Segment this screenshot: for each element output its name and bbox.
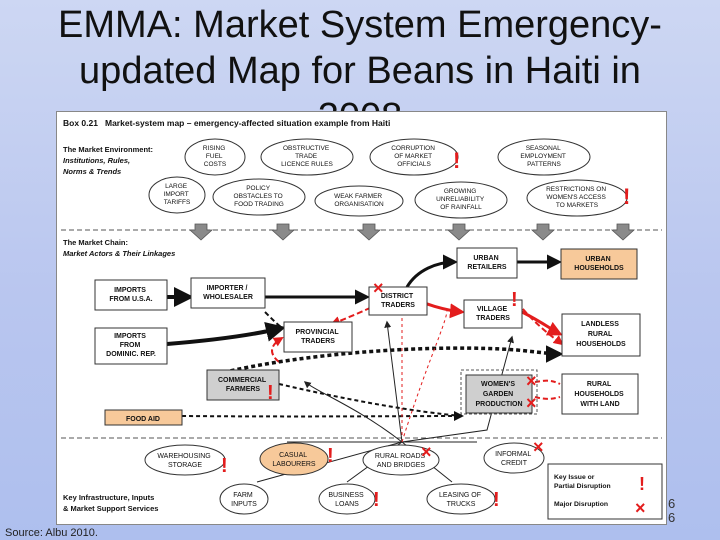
actor-landless-rural-households: LANDLESS RURAL HOUSEHOLDS (561, 313, 641, 357)
svg-text:×: × (421, 442, 432, 462)
svg-text:LEASING OF TRUCKS: LEASING OF TRUCKS (439, 492, 483, 508)
actor-importer-wholesaler: IMPORTER / WHOLESALER (190, 277, 266, 309)
svg-text:!: ! (493, 489, 500, 511)
svg-text:FARM INPUTS: FARM INPUTS (231, 492, 257, 508)
actor-village-traders: VILLAGE TRADERS (463, 299, 523, 329)
actor-district-traders: DISTRICT TRADERS (368, 286, 428, 316)
svg-text:×: × (533, 437, 544, 457)
svg-text:SEASONAL EMPLOYMENT: SEASONAL EMPLOYMENT PATTERNS (520, 145, 567, 168)
svg-text:!: ! (221, 455, 228, 477)
svg-text:×: × (373, 278, 384, 298)
svg-text:POLICY OBSTACLES TO: POLICY OBSTACLES TO FOOD TRADING (234, 185, 285, 208)
svg-text:RURAL ROADS AND BRIDGE: RURAL ROADS AND BRIDGES (375, 453, 427, 469)
svg-text:RURAL HOUSEHOLDS: RURAL HOUSEHOLDS WITH LAND (574, 381, 625, 408)
svg-text:RISING FUEL CO: RISING FUEL COSTS (203, 145, 227, 168)
actor-imports-usa: IMPORTS FROM U.S.A. (94, 279, 168, 311)
source-note: Source: Albu 2010. (5, 527, 98, 539)
actor-urban-retailers: URBAN RETAILERS (456, 247, 518, 279)
svg-text:FOOD AID: FOOD AID (126, 416, 160, 423)
actor-urban-households: URBAN HOUSEHOLDS (560, 248, 638, 280)
svg-text:!: ! (267, 382, 274, 404)
env-large-import-tariffs: LARGE IMPORT TARIFFS (148, 176, 206, 214)
svg-text:GROWING UNRELIABILITY: GROWING UNRELIABILITY OF RAINFALL (436, 188, 486, 211)
service-warehousing-storage: WAREHOUSING STORAGE (144, 444, 226, 476)
service-casual-labourers: CASUAL LABOURERS (259, 442, 329, 476)
box-title: Market-system map – emergency-affected s… (105, 118, 390, 128)
svg-text:LANDLESS RURAL: LANDLESS RURAL HOUSEHOLDS (576, 321, 626, 348)
service-rural-roads: RURAL ROADS AND BRIDGES (362, 444, 440, 476)
environment-header: The Market Environment: Institutions, Ru… (63, 145, 155, 176)
env-policy-obstacles: POLICY OBSTACLES TO FOOD TRADING (212, 178, 306, 216)
svg-text:BUSINESS LOANS: BUSINESS LOANS (328, 492, 365, 508)
svg-text:VILLAGE TRADERS: VILLAGE TRADERS (476, 306, 510, 322)
actor-provincial-traders: PROVINCIAL TRADERS (283, 321, 353, 353)
svg-text:Key Issue or Partial D: Key Issue or Partial Disruption (554, 474, 611, 490)
svg-text:OBSTRUCTIVE TRADE: OBSTRUCTIVE TRADE LICENCE RULES (281, 145, 333, 168)
env-impact-arrows (188, 223, 636, 241)
service-informal-credit: INFORMAL CREDIT (483, 442, 545, 474)
market-system-map: Box 0.21 Market-system map – emergency-a… (56, 111, 667, 525)
svg-text:!: ! (511, 289, 518, 311)
legend-major-disruption-icon: × (635, 498, 646, 518)
chain-header: The Market Chain: Market Actors & Their … (63, 238, 175, 258)
svg-text:RESTRICTIONS ON WOMEN': RESTRICTIONS ON WOMEN'S ACCESS TO MARKET… (546, 186, 608, 209)
svg-text:!: ! (373, 489, 380, 511)
page-number: 6 (668, 510, 676, 525)
actor-imports-dominican: IMPORTS FROM DOMINIC. REP. (94, 327, 168, 365)
svg-text:URBAN RETAILERS: URBAN RETAILERS (467, 255, 506, 271)
svg-text:!: ! (327, 445, 334, 467)
service-farm-inputs: FARM INPUTS (219, 483, 269, 515)
svg-text:IMPORTS FROM D: IMPORTS FROM DOMINIC. REP. (106, 333, 156, 358)
svg-text:×: × (526, 371, 537, 391)
env-seasonal: SEASONAL EMPLOYMENT PATTERNS (497, 138, 591, 176)
svg-text:×: × (526, 393, 537, 413)
svg-text:WOMEN'S GARDEN: WOMEN'S GARDEN PRODUCTION (475, 381, 522, 408)
env-rising-fuel: RISING FUEL COSTS (184, 138, 246, 176)
svg-text:IMPORTS FROM U.S.A.: IMPORTS FROM U.S.A. (109, 287, 152, 303)
svg-text:DISTRICT TRADERS: DISTRICT TRADERS (381, 293, 415, 309)
box-label: Box 0.21 (63, 118, 98, 128)
legend-key-issue-icon: ! (639, 474, 645, 494)
svg-text:WAREHOUSING STORAGE: WAREHOUSING STORAGE (157, 453, 212, 469)
actor-womens-garden-production: WOMEN'S GARDEN PRODUCTION (460, 369, 538, 415)
map-svg: Box 0.21 Market-system map – emergency-a… (61, 118, 663, 520)
slide-title: EMMA: Market System Emergency- updated M… (20, 2, 700, 140)
title-line-1: EMMA: Market System Emergency- (58, 4, 662, 46)
svg-text:IMPORTER / WHOLESALER: IMPORTER / WHOLESALER (203, 285, 253, 301)
service-business-loans: BUSINESS LOANS (318, 483, 376, 515)
title-line-2: updated Map for Beans in Haiti in (79, 50, 641, 92)
env-corruption: CORRUPTION OF MARKET OFFICIALS (369, 138, 459, 176)
disruption-markers: × ! × × ! (267, 278, 537, 413)
env-obstructive-trade: OBSTRUCTIVE TRADE LICENCE RULES (260, 138, 354, 176)
infrastructure-header: Key Infrastructure, Inputs & Market Supp… (63, 493, 158, 513)
svg-text:CORRUPTION OF MARKET: CORRUPTION OF MARKET OFFICIALS (391, 145, 437, 168)
svg-text:PROVINCIAL TRADERS: PROVINCIAL TRADERS (296, 329, 341, 345)
svg-text:WEAK FARMER ORGANISATI: WEAK FARMER ORGANISATION (334, 193, 384, 208)
svg-text:Major Disruption: Major Disruption (554, 501, 608, 508)
env-weak-farmer: WEAK FARMER ORGANISATION (314, 185, 404, 217)
legend: Key Issue or Partial Disruption ! Major … (547, 463, 663, 520)
actor-food-aid: FOOD AID (104, 409, 183, 426)
disruption-mark: ! (623, 184, 630, 209)
disruption-mark: ! (453, 148, 460, 173)
service-leasing-trucks: LEASING OF TRUCKS (426, 483, 496, 515)
svg-text:INFORMAL CREDIT: INFORMAL CREDIT (495, 451, 533, 467)
page-number: 6 (668, 496, 676, 511)
env-womens-access: RESTRICTIONS ON WOMEN'S ACCESS TO MARKET… (526, 179, 628, 217)
env-rainfall: GROWING UNRELIABILITY OF RAINFALL (414, 181, 508, 219)
svg-text:CASUAL LABOURERS: CASUAL LABOURERS (272, 452, 316, 468)
svg-text:LARGE IMPORT T: LARGE IMPORT TARIFFS (164, 183, 191, 206)
actor-rural-households-with-land: RURAL HOUSEHOLDS WITH LAND (561, 373, 639, 415)
svg-text:COMMERCIAL FARMERS: COMMERCIAL FARMERS (218, 377, 268, 393)
svg-text:URBAN HOUSEHOLDS: URBAN HOUSEHOLDS (574, 256, 624, 272)
actor-commercial-farmers: COMMERCIAL FARMERS (206, 369, 280, 401)
service-disruption-markers: ! ! × × ! ! (221, 437, 544, 511)
